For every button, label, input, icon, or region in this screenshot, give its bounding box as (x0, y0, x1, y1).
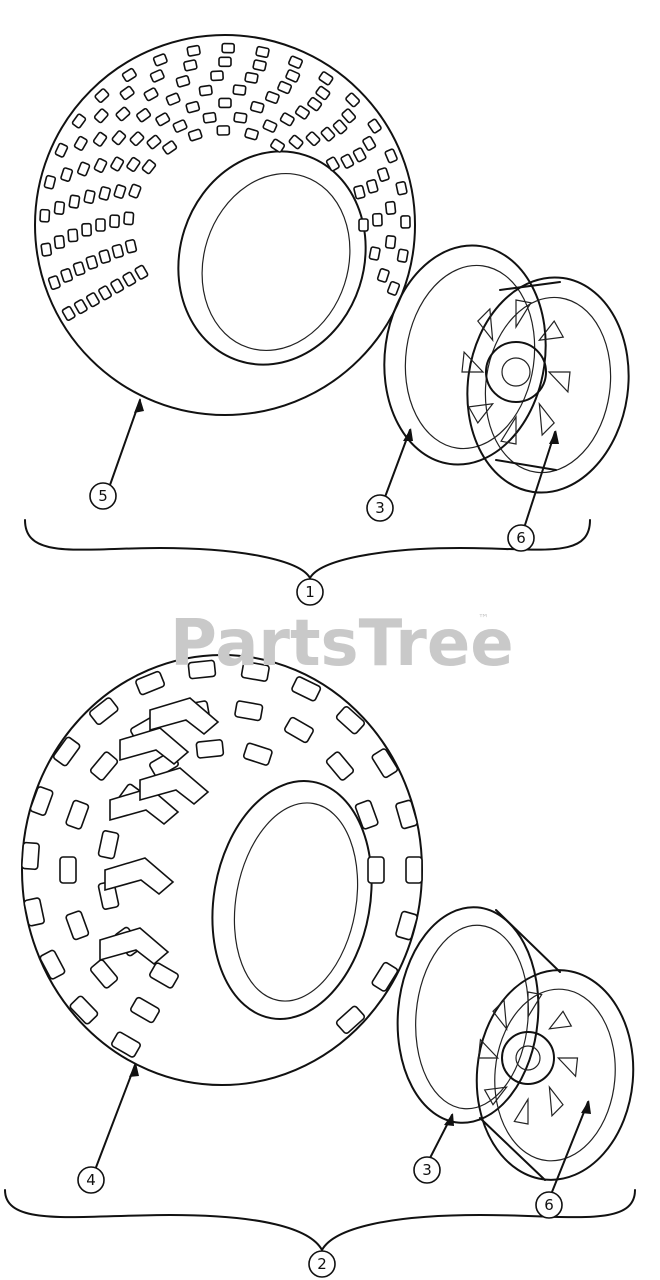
callout-4: 4 (77, 1166, 105, 1194)
callout-6-bottom-label: 6 (544, 1196, 554, 1214)
callout-5-label: 5 (98, 487, 108, 505)
callout-3-bottom: 3 (413, 1156, 441, 1184)
turf-tire-drawing (34, 34, 416, 416)
callout-6-top: 6 (507, 524, 535, 552)
leader-lines (94, 398, 591, 1193)
callout-3-top-label: 3 (375, 499, 385, 517)
rim-top-drawing (383, 244, 630, 494)
callout-3-top: 3 (366, 494, 394, 522)
callout-4-label: 4 (86, 1171, 96, 1189)
callout-3-bottom-label: 3 (422, 1161, 432, 1179)
atv-tire-drawing (20, 654, 423, 1086)
callout-2-label: 2 (317, 1255, 327, 1273)
watermark-trademark: ™ (478, 612, 489, 625)
callout-2: 2 (308, 1250, 336, 1278)
callout-6-bottom: 6 (535, 1191, 563, 1219)
assembly-1-brace (24, 519, 591, 579)
rim-bottom-drawing (396, 906, 635, 1181)
partstree-watermark: PartsTree (170, 607, 514, 681)
callout-1: 1 (296, 578, 324, 606)
callout-6-top-label: 6 (516, 529, 526, 547)
callout-5: 5 (89, 482, 117, 510)
callout-1-label: 1 (305, 583, 315, 601)
